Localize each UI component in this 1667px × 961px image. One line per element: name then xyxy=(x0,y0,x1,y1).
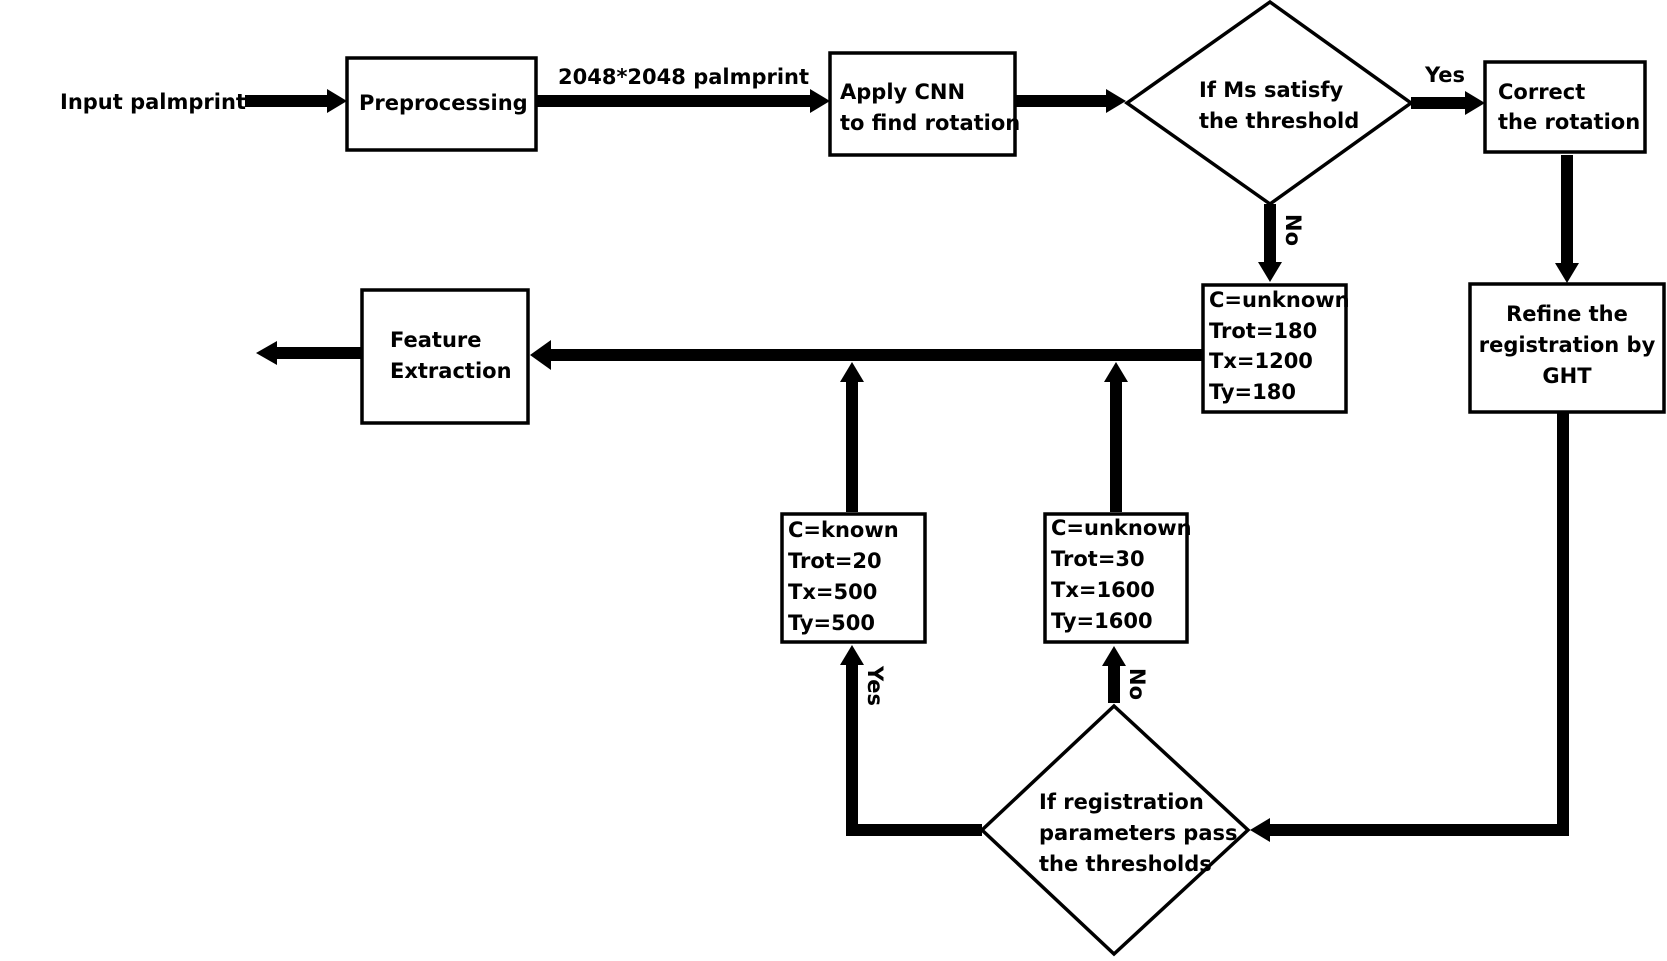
node-feature-extraction: Feature Extraction xyxy=(360,288,530,425)
arrowhead xyxy=(256,341,277,365)
node-decision-registration: If registration parameters pass the thre… xyxy=(979,703,1251,957)
params-unknown-c: C=unknown xyxy=(1051,516,1192,540)
node-cnn: Apply CNN to find rotation xyxy=(828,51,1020,157)
cnn-line-1: Apply CNN xyxy=(840,80,965,104)
arrowhead xyxy=(840,362,864,382)
arrowhead xyxy=(1250,818,1270,842)
preprocessing-label: Preprocessing xyxy=(359,91,528,115)
no-label-bottom: No xyxy=(1125,668,1149,700)
refine-line-1: Refine the xyxy=(1506,302,1628,326)
arrow-decision-yes-to-known xyxy=(846,665,982,836)
arrowhead xyxy=(840,645,864,665)
params-unknown-tx: Tx=1600 xyxy=(1051,578,1155,602)
no-label-top: No xyxy=(1281,214,1305,246)
params-known-tx: Tx=500 xyxy=(788,580,877,604)
decision-reg-line-3: the thresholds xyxy=(1039,852,1212,876)
correct-line-2: the rotation xyxy=(1498,110,1640,134)
node-params-top: C=unknown Trot=180 Tx=1200 Ty=180 xyxy=(1201,283,1350,414)
arrowhead xyxy=(1106,89,1126,113)
feature-line-2: Extraction xyxy=(390,359,512,383)
feature-line-1: Feature xyxy=(390,328,482,352)
connectors xyxy=(245,89,1579,842)
arrowhead xyxy=(1102,646,1126,666)
params-known-ty: Ty=500 xyxy=(788,611,875,635)
node-preprocessing: Preprocessing xyxy=(345,56,538,152)
edge-label-palmprint: 2048*2048 palmprint xyxy=(558,65,809,89)
arrowhead xyxy=(1555,263,1579,283)
params-unknown-ty: Ty=1600 xyxy=(1051,609,1153,633)
node-refine-ght: Refine the registration by GHT xyxy=(1468,282,1666,414)
yes-label-top: Yes xyxy=(1424,63,1465,87)
params-known-trot: Trot=20 xyxy=(788,549,882,573)
arrow-refine-to-decision-reg xyxy=(1270,412,1569,836)
arrowhead xyxy=(327,89,347,113)
refine-line-2: registration by xyxy=(1479,333,1656,357)
node-params-known: C=known Trot=20 Tx=500 Ty=500 xyxy=(780,512,927,644)
arrowhead xyxy=(810,89,830,113)
decision-reg-line-1: If registration xyxy=(1039,790,1204,814)
arrowhead xyxy=(530,340,551,370)
refine-line-3: GHT xyxy=(1542,364,1592,388)
params-unknown-trot: Trot=30 xyxy=(1051,547,1145,571)
params-known-c: C=known xyxy=(788,518,899,542)
node-decision-ms: If Ms satisfy the threshold xyxy=(1123,0,1415,207)
input-label: Input palmprint xyxy=(60,90,246,114)
arrowhead xyxy=(1258,262,1282,282)
params-top-c: C=unknown xyxy=(1209,288,1350,312)
params-top-trot: Trot=180 xyxy=(1209,319,1317,343)
node-correct-rotation: Correct the rotation xyxy=(1483,60,1647,154)
decision-ms-line-2: the threshold xyxy=(1199,109,1359,133)
decision-ms-line-1: If Ms satisfy xyxy=(1199,78,1344,102)
correct-line-1: Correct xyxy=(1498,80,1585,104)
params-top-tx: Tx=1200 xyxy=(1209,349,1313,373)
node-params-unknown: C=unknown Trot=30 Tx=1600 Ty=1600 xyxy=(1043,512,1192,644)
arrowhead xyxy=(1104,362,1128,382)
params-top-ty: Ty=180 xyxy=(1209,380,1296,404)
cnn-line-2: to find rotation xyxy=(840,111,1020,135)
yes-label-bottom: Yes xyxy=(863,665,887,706)
decision-reg-line-2: parameters pass xyxy=(1039,821,1238,845)
arrowhead xyxy=(1465,91,1485,115)
